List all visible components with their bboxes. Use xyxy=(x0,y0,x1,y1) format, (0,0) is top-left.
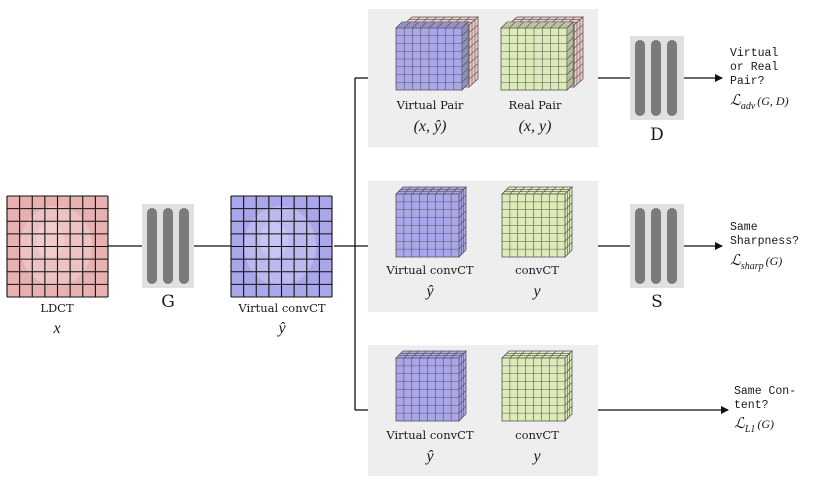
question-sharp-line1: Same xyxy=(730,221,758,234)
loss-sharp-symbol: ℒ xyxy=(730,253,742,269)
question-adv-line3: Pair? xyxy=(730,75,765,88)
branch-content-right-symbol: y xyxy=(531,448,541,465)
cube-virtual-pair-front xyxy=(395,21,469,91)
branch-sharp-left-label: Virtual convCT xyxy=(385,263,474,277)
discriminator-label: D xyxy=(650,125,664,145)
generator-block xyxy=(142,204,194,288)
ldct-label: LDCT xyxy=(40,301,74,315)
voxel-cubes xyxy=(395,16,585,422)
virtual-convct-image xyxy=(230,195,333,298)
branch-content-left-symbol: ŷ xyxy=(424,448,434,465)
connectors xyxy=(108,74,729,414)
branch-adv-left-symbol: (x, ŷ) xyxy=(414,118,447,135)
cube-sharp-real xyxy=(501,186,573,258)
loss-adv-subscript: adv xyxy=(741,101,756,112)
loss-content-args: (G) xyxy=(757,417,774,431)
branch-adv-left-label: Virtual Pair xyxy=(396,98,464,112)
cube-real-pair-front xyxy=(500,21,574,91)
discriminator-block xyxy=(630,36,684,120)
loss-adv: ℒadv(G, D) xyxy=(730,93,789,112)
loss-adv-args: (G, D) xyxy=(757,94,788,108)
loss-adv-symbol: ℒ xyxy=(730,93,742,109)
cube-content-real xyxy=(501,350,573,422)
branch-sharp-right-symbol: y xyxy=(531,283,541,300)
question-content-line2: tent? xyxy=(734,399,769,412)
sharpness-block xyxy=(630,204,684,288)
branch-content-right-label: convCT xyxy=(515,428,559,442)
branch-adv-right-symbol: (x, y) xyxy=(519,118,552,135)
branch-content-left-label: Virtual convCT xyxy=(385,428,474,442)
loss-sharp: ℒsharp(G) xyxy=(730,253,782,272)
loss-sharp-subscript: sharp xyxy=(741,261,764,272)
virtual-grid-lines xyxy=(230,195,333,298)
branch-sharp-left-symbol: ŷ xyxy=(424,283,434,300)
ldct-symbol: x xyxy=(52,320,60,337)
sharpness-label: S xyxy=(651,292,663,312)
loss-content-symbol: ℒ xyxy=(734,416,746,432)
generator-label: G xyxy=(161,292,175,312)
question-adv-line2: or Real xyxy=(730,61,778,74)
cube-sharp-virtual xyxy=(395,186,467,258)
loss-content: ℒL1(G) xyxy=(734,416,774,435)
cube-content-virtual xyxy=(395,350,467,422)
virtual-convct-symbol: ŷ xyxy=(276,320,286,337)
loss-content-subscript: L1 xyxy=(744,424,756,435)
question-content-line1: Same Con- xyxy=(734,385,796,398)
question-sharp-line2: Sharpness? xyxy=(730,235,799,248)
loss-sharp-args: (G) xyxy=(766,254,783,268)
question-adv-line1: Virtual xyxy=(730,47,778,60)
branch-adv-right-label: Real Pair xyxy=(509,98,562,112)
ldct-grid-lines xyxy=(6,195,109,298)
virtual-convct-label: Virtual convCT xyxy=(237,301,326,315)
ldct-image xyxy=(6,195,109,298)
branch-sharp-right-label: convCT xyxy=(515,263,559,277)
